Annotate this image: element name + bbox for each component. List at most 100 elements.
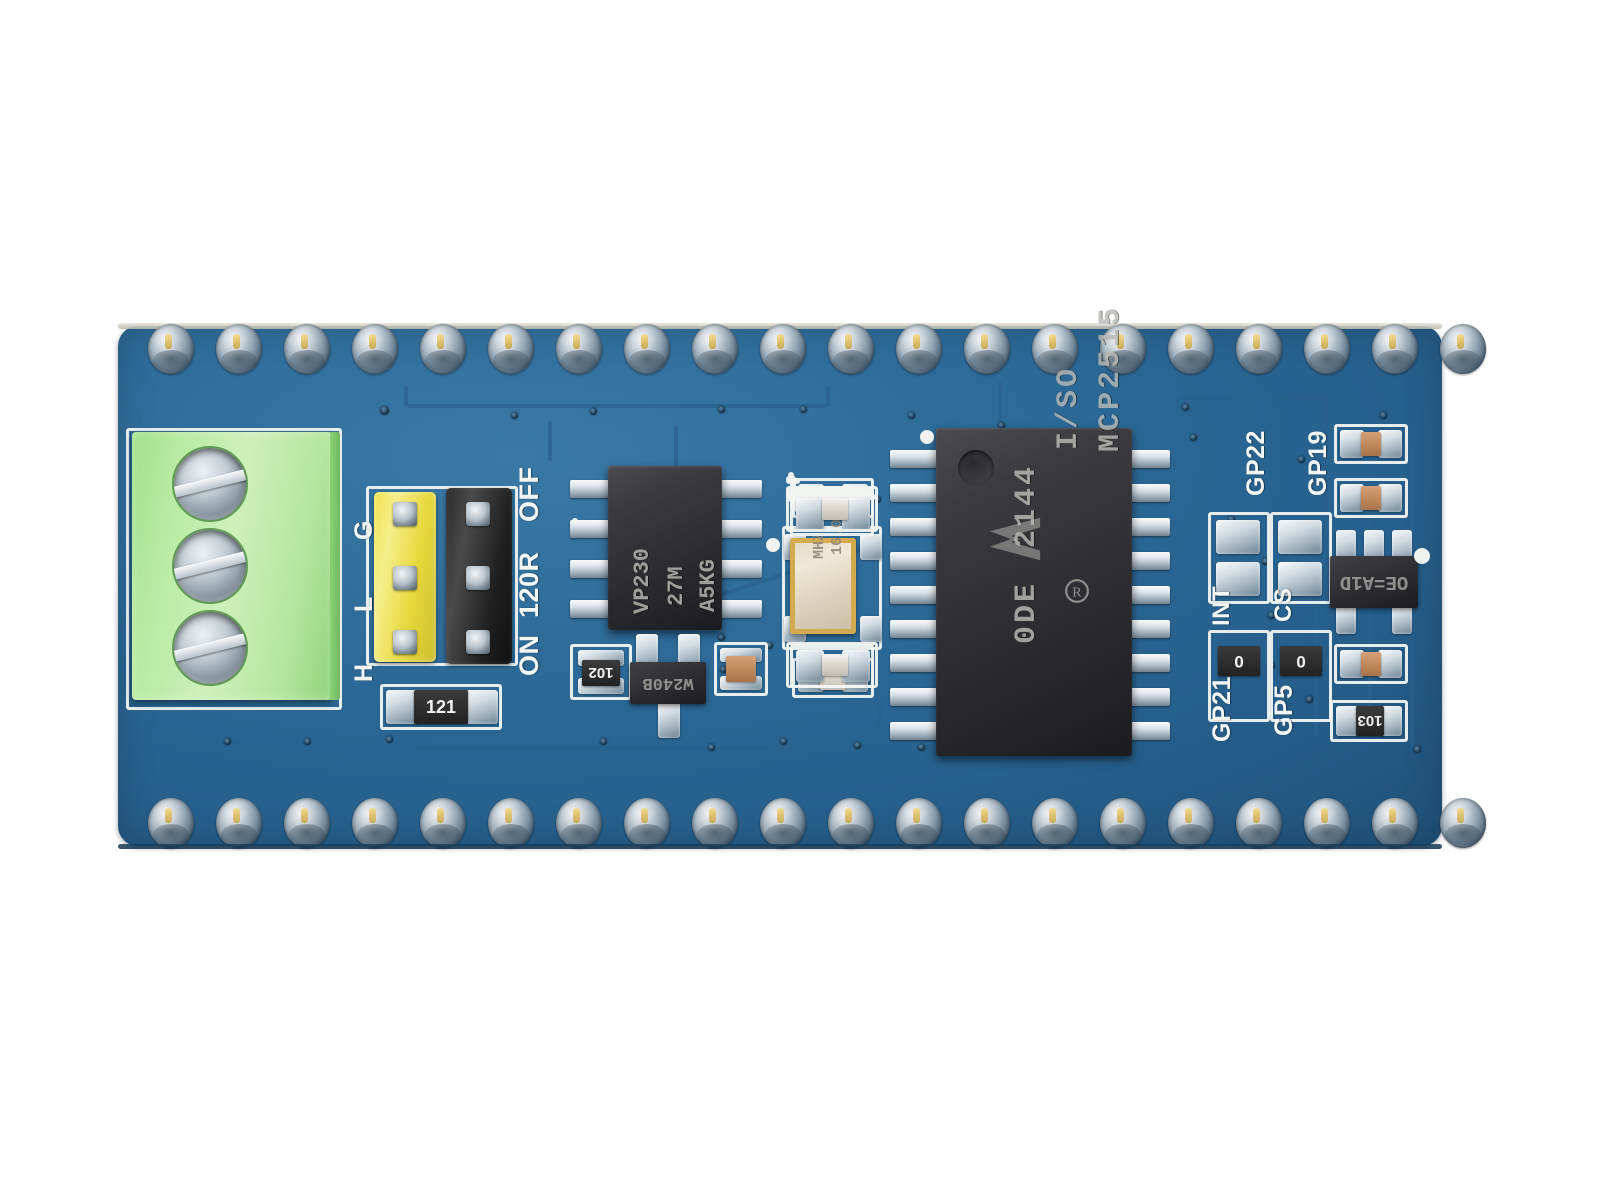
header-pin[interactable] — [466, 566, 490, 590]
smd-pad — [636, 634, 658, 670]
solder-jumper-pad[interactable] — [1278, 562, 1322, 596]
crystal-unit-label: MHZ — [811, 531, 828, 559]
via — [1380, 412, 1387, 419]
resistor-102-value: 102 — [588, 664, 614, 682]
resistor-103-value: 103 — [1357, 712, 1383, 730]
castellated-pad[interactable] — [692, 324, 738, 374]
castellated-pad[interactable] — [760, 798, 806, 848]
castellated-pad[interactable] — [1168, 798, 1214, 848]
resistor-121: 121 — [414, 690, 468, 724]
polarity-dot — [920, 430, 934, 444]
castellated-pad[interactable] — [624, 798, 670, 848]
castellated-pad[interactable] — [1440, 324, 1486, 374]
castellated-pad[interactable] — [284, 324, 330, 374]
castellated-pad[interactable] — [216, 324, 262, 374]
solder-jumper-pad[interactable] — [1216, 562, 1260, 596]
terminal-screw-g[interactable] — [172, 610, 248, 686]
castellated-pad[interactable] — [1100, 324, 1146, 374]
cap-silk-dec-lower — [786, 642, 878, 688]
castellated-pad[interactable] — [1236, 324, 1282, 374]
header-pin[interactable] — [393, 566, 417, 590]
header-pin[interactable] — [466, 502, 490, 526]
solder-jumper-silk-int — [1208, 630, 1270, 722]
castellated-pad[interactable] — [556, 798, 602, 848]
castellated-pad[interactable] — [1032, 798, 1078, 848]
capacitor-brown — [1361, 432, 1381, 456]
castellated-pad[interactable] — [1236, 798, 1282, 848]
solder-jumper-pad[interactable] — [1216, 520, 1260, 554]
solder-jumper-pad[interactable] — [1278, 520, 1322, 554]
castellated-pad[interactable] — [148, 324, 194, 374]
via — [718, 634, 725, 641]
castellated-pad[interactable] — [488, 798, 534, 848]
terminal-screw-l[interactable] — [172, 528, 248, 604]
castellated-pad[interactable] — [420, 324, 466, 374]
silk-label-gp22: GP22 — [1242, 430, 1270, 496]
cap-silk-r3 — [1334, 644, 1408, 684]
castellated-pad[interactable] — [760, 324, 806, 374]
castellated-pad[interactable] — [1304, 324, 1350, 374]
castellated-pad[interactable] — [216, 798, 262, 848]
mcp2515-pin — [890, 586, 942, 604]
castellated-pad[interactable] — [1372, 324, 1418, 374]
smd-pad — [1340, 484, 1364, 512]
cap-silk-mcp-upper — [790, 492, 874, 536]
termination-label-on: ON — [514, 634, 544, 677]
castellated-pad[interactable] — [420, 798, 466, 848]
via — [600, 738, 607, 745]
transceiver-pin — [720, 520, 762, 538]
castellated-pad[interactable] — [896, 798, 942, 848]
castellated-pad[interactable] — [624, 324, 670, 374]
smd-pad — [1340, 430, 1364, 458]
castellated-pad[interactable] — [488, 324, 534, 374]
castellated-pad[interactable] — [828, 798, 874, 848]
mcp2515-pin — [890, 450, 942, 468]
mcp2515-pin — [890, 484, 942, 502]
silk-label-int: INT — [1208, 585, 1235, 626]
castellated-pad[interactable] — [1440, 798, 1486, 848]
castellated-pad[interactable] — [1100, 798, 1146, 848]
castellated-pad[interactable] — [1168, 324, 1214, 374]
resistor-0ohm-value: 0 — [1296, 652, 1306, 671]
terminal-screw-h[interactable] — [172, 446, 248, 522]
via — [386, 736, 393, 743]
smd-pad — [466, 690, 498, 724]
via — [511, 412, 518, 419]
mcp2515-suffix-label: I/SO — [1052, 365, 1086, 450]
castellated-pad[interactable] — [964, 798, 1010, 848]
castellated-pad[interactable] — [1304, 798, 1350, 848]
castellated-pad[interactable] — [692, 798, 738, 848]
capacitor-brown — [726, 656, 756, 682]
castellated-pad[interactable] — [148, 798, 194, 848]
capacitor-decoupling-upper — [822, 498, 848, 520]
terminal-pin-label-h: H — [350, 663, 378, 682]
castellated-pad[interactable] — [1032, 324, 1078, 374]
resistor-102: 102 — [582, 660, 620, 686]
castellated-pad[interactable] — [828, 324, 874, 374]
trace — [408, 404, 828, 408]
ldo-pad — [1336, 604, 1356, 634]
header-pin[interactable] — [466, 630, 490, 654]
trace — [826, 386, 830, 406]
castellated-pad[interactable] — [964, 324, 1010, 374]
header-pin[interactable] — [393, 630, 417, 654]
screw-terminal-block[interactable] — [132, 432, 340, 700]
cap-silk-dec-upper — [786, 486, 878, 532]
smd-pad — [796, 650, 824, 682]
header-pin[interactable] — [393, 502, 417, 526]
silk-label-gp21: GP21 — [1208, 676, 1236, 742]
trace — [674, 426, 678, 486]
resistor-0ohm-cs: 0 — [1280, 646, 1322, 676]
trace — [404, 386, 408, 406]
ldo-marking: OE=A1D — [1339, 571, 1409, 593]
via — [720, 666, 727, 673]
castellated-pad[interactable] — [556, 324, 602, 374]
castellated-pad[interactable] — [284, 798, 330, 848]
castellated-pad[interactable] — [352, 324, 398, 374]
screw-slot — [174, 468, 246, 499]
castellated-pad[interactable] — [1372, 798, 1418, 848]
castellated-pad[interactable] — [352, 798, 398, 848]
smd-pad — [386, 690, 418, 724]
castellated-pad[interactable] — [896, 324, 942, 374]
cap-outline-mid — [790, 476, 796, 482]
